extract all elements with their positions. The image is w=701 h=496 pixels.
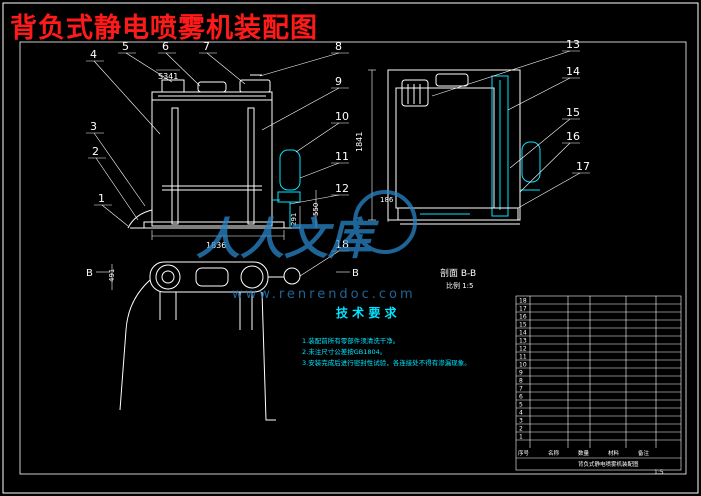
parts-table-row-number: 2 (519, 426, 523, 433)
callout-number: 2 (92, 145, 99, 158)
callout-number: 18 (335, 238, 349, 251)
callout-number: 12 (335, 182, 349, 195)
tech-note: 2.未注尺寸公差按GB1804。 (302, 347, 386, 356)
tech-notes: 1.装配前所有零部件须清洗干净。 2.未注尺寸公差按GB1804。 3.安装完成后进… (302, 336, 471, 367)
callout-leader (507, 77, 571, 111)
parts-table-header: 名称 (548, 449, 560, 457)
top-view (119, 261, 301, 421)
dim-d2: 291 (290, 213, 298, 226)
callout-number: 5 (122, 40, 129, 53)
parts-table-row-number: 13 (519, 338, 527, 345)
parts-table-row-number: 9 (519, 370, 523, 377)
parts-table-row-number: 5 (519, 402, 523, 409)
inner-border (19, 41, 687, 475)
callout-number: 10 (335, 110, 349, 123)
parts-table-sheet: 1:5 (654, 469, 664, 476)
callout-number: 4 (90, 48, 97, 61)
dim-width-front: 1836 (206, 241, 226, 250)
side-view (387, 69, 541, 225)
drawing-title: 背负式静电喷雾机装配图 (10, 13, 318, 44)
callout-leader (165, 52, 201, 87)
callout-leader (289, 194, 340, 205)
parts-table-drawing-name: 背负式静电喷雾机装配图 (578, 460, 639, 468)
callout-number: 1 (98, 192, 105, 205)
parts-table-row-number: 6 (519, 394, 523, 401)
callout-number: 16 (566, 130, 580, 143)
parts-table-row-number: 12 (519, 346, 527, 353)
callout-number: 3 (90, 120, 97, 133)
callout-leader (93, 60, 161, 135)
callout-leader (259, 52, 340, 77)
section-scale: 比例 1:5 (446, 281, 474, 290)
watermark-text: 人人文库 (196, 214, 379, 265)
parts-table-row-number: 4 (519, 410, 523, 417)
parts-table-row-number: 8 (519, 378, 523, 385)
callout-number: 11 (335, 150, 349, 163)
parts-table-header: 备注 (638, 449, 650, 457)
callout-leader (517, 172, 581, 209)
callout-leader (431, 50, 571, 97)
callout-leader (295, 122, 340, 153)
dim-d3: 186 (380, 196, 394, 204)
callout-number: 8 (335, 40, 342, 53)
dim-height-right: 1841 (355, 132, 364, 152)
parts-table-row-number: 14 (519, 330, 527, 337)
dim-d1: 550 (312, 203, 320, 216)
parts-table-frame (515, 295, 682, 471)
parts-table-row-number: 3 (519, 418, 523, 425)
parts-table-header: 序号 (518, 449, 530, 457)
callout-leader (519, 142, 571, 193)
callout-leader (509, 118, 571, 169)
parts-table-row-number: 18 (519, 298, 527, 305)
section-marker-right: B (352, 268, 359, 279)
callout-number: 15 (566, 106, 580, 119)
callout-number: 6 (162, 40, 169, 53)
parts-table-row-number: 17 (519, 306, 527, 313)
callout-leader (101, 204, 129, 227)
callout-number: 9 (335, 75, 342, 88)
parts-table-header: 数量 (578, 449, 590, 457)
callout-number: 13 (566, 38, 580, 51)
dim-d4: 491 (108, 269, 116, 282)
callout-leader (261, 87, 340, 131)
tech-note: 3.安装完成后进行密封性试验，各连接处不得有渗漏现象。 (302, 358, 471, 367)
callout-number: 14 (566, 65, 580, 78)
parts-table-row-number: 16 (519, 314, 527, 321)
dim-top-small: S341 (158, 72, 178, 81)
callout-leader (95, 157, 139, 221)
parts-table-row-number: 10 (519, 362, 527, 369)
parts-table-row-number: 1 (519, 434, 523, 441)
callout-leader (299, 250, 340, 277)
callout-leader (206, 52, 246, 85)
callout-leader (93, 132, 146, 207)
parts-table-row-number: 7 (519, 386, 523, 393)
callout-number: 17 (576, 160, 590, 173)
section-label: 剖面 B-B (440, 267, 476, 279)
tech-heading: 技 术 要 求 (336, 305, 398, 320)
section-marker-left: B (86, 268, 93, 279)
parts-table-row-number: 11 (519, 354, 527, 361)
parts-table-header: 材料 (608, 449, 620, 457)
front-view (127, 74, 301, 229)
parts-table-row-number: 15 (519, 322, 527, 329)
tech-note: 1.装配前所有零部件须清洗干净。 (302, 336, 399, 345)
watermark: 人人文库 www.renrendoc.com (196, 190, 417, 302)
callout-number: 7 (203, 40, 210, 53)
callout-leader (125, 52, 173, 83)
watermark-url: www.renrendoc.com (232, 287, 416, 302)
callout-leader (299, 162, 340, 179)
